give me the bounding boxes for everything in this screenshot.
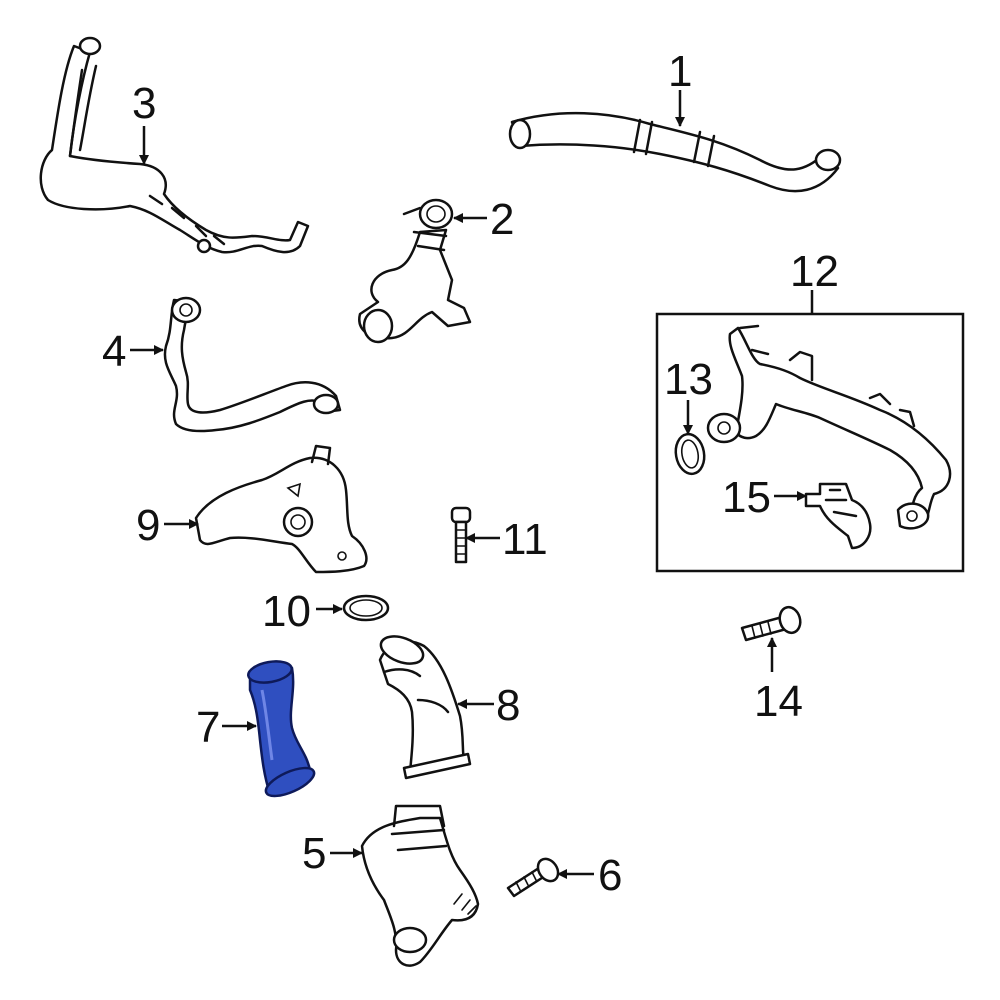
callout-11: 11 <box>502 515 548 564</box>
callout-7: 7 <box>196 703 220 752</box>
callout-2: 2 <box>490 195 514 244</box>
callout-13: 13 <box>664 355 713 404</box>
callout-15: 15 <box>722 473 771 522</box>
part-7-hose-highlighted[interactable] <box>247 658 318 801</box>
callout-3: 3 <box>132 79 156 128</box>
part-11-bolt[interactable] <box>450 506 472 564</box>
callout-8: 8 <box>496 681 520 730</box>
leaders <box>130 90 814 879</box>
part-6-bolt[interactable] <box>506 855 562 898</box>
part-12-pipe-assembly[interactable] <box>706 324 952 530</box>
part-15-sensor[interactable] <box>804 482 872 550</box>
callout-9: 9 <box>136 501 160 550</box>
part-10-gasket[interactable] <box>342 594 390 622</box>
part-13-clamp[interactable] <box>673 432 708 476</box>
callout-4: 4 <box>102 327 126 376</box>
callout-labels: 1 2 3 4 9 11 10 8 7 5 6 12 13 14 15 <box>102 47 839 900</box>
part-4-pipe[interactable] <box>163 296 342 433</box>
part-12-kit-box <box>655 312 965 573</box>
callout-10: 10 <box>262 587 311 636</box>
callout-1: 1 <box>668 47 692 96</box>
callout-6: 6 <box>598 851 622 900</box>
part-2-hose-assembly[interactable] <box>358 198 472 344</box>
callout-12: 12 <box>790 247 839 296</box>
part-8-elbow-hose[interactable] <box>377 631 472 780</box>
callout-5: 5 <box>302 829 326 878</box>
part-14-bolt[interactable] <box>740 605 803 642</box>
part-1-hose[interactable] <box>508 111 842 193</box>
part-3-pipe-assembly[interactable] <box>39 36 310 254</box>
callout-14: 14 <box>754 677 803 726</box>
part-9-housing[interactable] <box>194 444 368 574</box>
part-5-thermostat-housing[interactable] <box>360 804 480 967</box>
